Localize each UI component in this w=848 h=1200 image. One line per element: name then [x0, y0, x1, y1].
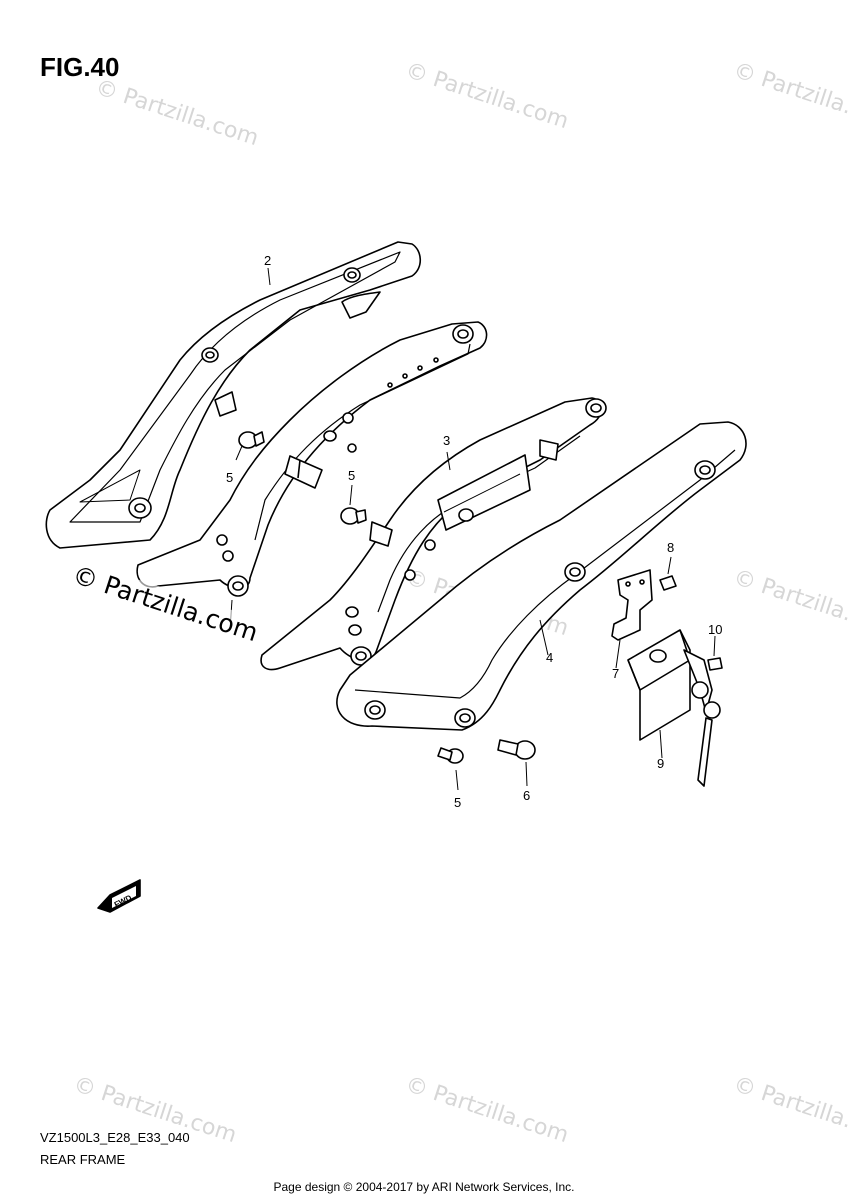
- part-4-frame-cover: [336, 421, 747, 731]
- bolt-5-upper: [238, 431, 265, 449]
- callout: 4: [546, 650, 554, 665]
- part-left-bracket: [136, 321, 488, 597]
- page-footer: Page design © 2004-2017 by ARI Network S…: [273, 1180, 575, 1194]
- callout: 9: [657, 756, 665, 771]
- part-2-frame-cover: [45, 241, 422, 549]
- callout: 7: [612, 666, 620, 681]
- part-7-lock-bracket: [611, 569, 653, 641]
- callout: 6: [523, 788, 531, 803]
- part-8-screw: [659, 575, 677, 591]
- leader-lines: [229, 267, 716, 791]
- callout: 5: [226, 470, 234, 485]
- part-3-bracket: [260, 397, 607, 671]
- section-name: REAR FRAME: [40, 1152, 126, 1167]
- callout: 5: [348, 468, 356, 483]
- fwd-arrow-icon: [97, 879, 141, 913]
- bolt-5-middle: [340, 507, 367, 525]
- callout: 10: [708, 622, 723, 637]
- callout: 2: [264, 253, 272, 268]
- model-code: VZ1500L3_E28_E33_040: [40, 1130, 190, 1145]
- callout: 3: [443, 433, 451, 448]
- part-9-lock-assembly: [627, 629, 721, 787]
- figure-title: FIG.40: [40, 52, 120, 82]
- bolt-5-lower: [437, 747, 464, 764]
- bolt-6: [497, 739, 536, 760]
- part-10-screw: [707, 657, 723, 671]
- callout: 8: [667, 540, 675, 555]
- callout: 5: [454, 795, 462, 810]
